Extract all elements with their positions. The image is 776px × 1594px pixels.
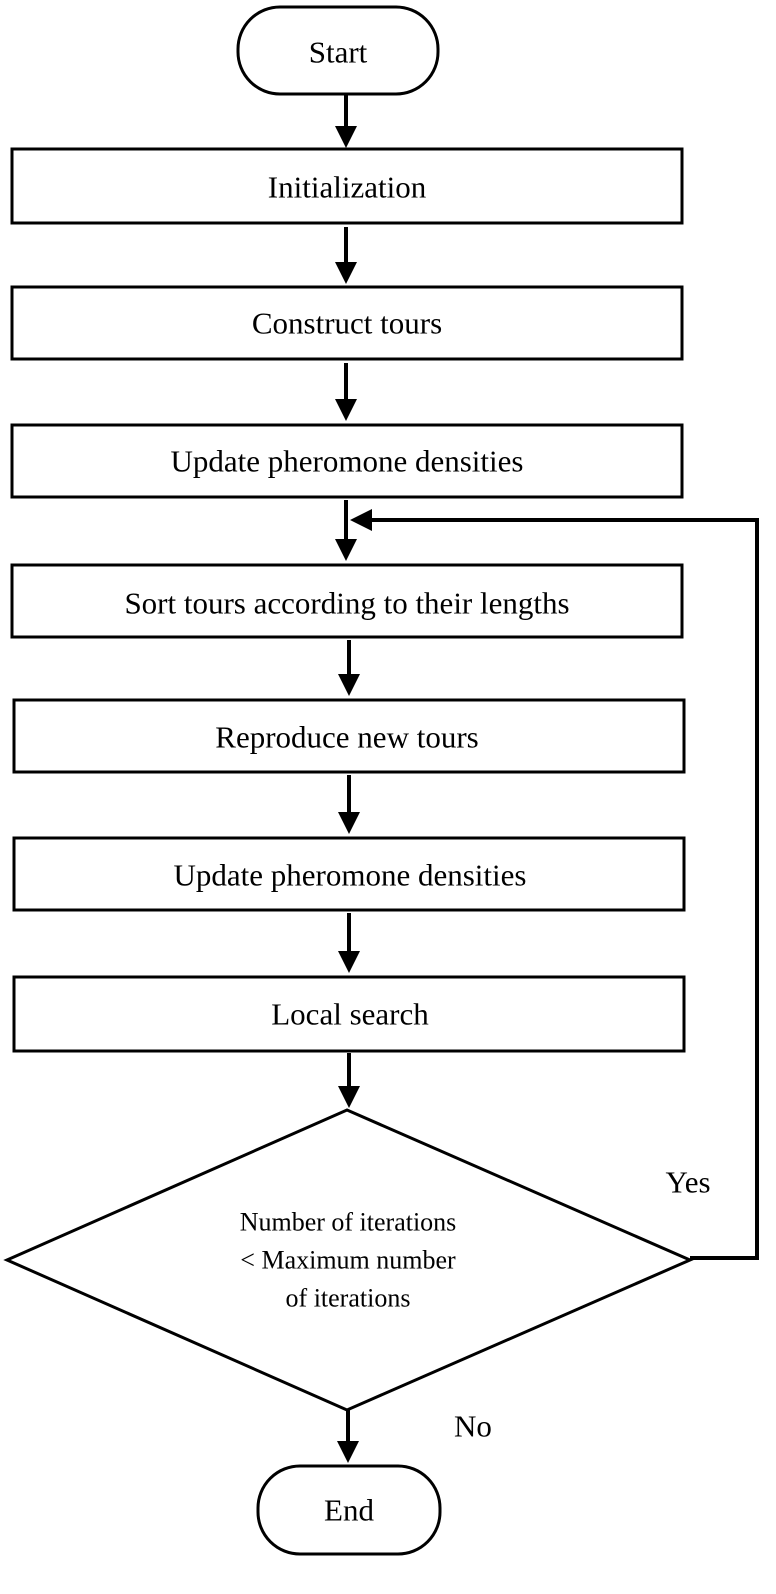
process-box xyxy=(10,563,684,639)
process-box xyxy=(12,836,686,912)
process-box xyxy=(12,698,686,774)
process-step-sort-tours: Sort tours according to their lengths xyxy=(10,563,684,639)
process-label: Reproduce new tours xyxy=(215,720,478,755)
arrow-update-to-sort xyxy=(335,500,357,561)
arrow-reproduce-to-update xyxy=(338,775,360,834)
end-node: End xyxy=(256,1464,442,1556)
arrow-update-to-localsearch xyxy=(338,913,360,973)
arrow-sort-to-reproduce xyxy=(338,640,360,696)
arrow-start-to-init xyxy=(335,94,357,148)
process-label: Update pheromone densities xyxy=(174,858,527,893)
arrow-decision-to-end xyxy=(337,1410,359,1463)
no-label: No xyxy=(454,1409,492,1444)
process-step-initialization: Initialization xyxy=(10,147,684,225)
process-label: Local search xyxy=(271,997,429,1032)
end-label: End xyxy=(324,1493,374,1528)
process-step-reproduce-new-tours: Reproduce new tours xyxy=(12,698,686,774)
loop-back-arrow xyxy=(350,509,759,1260)
arrow-construct-to-update xyxy=(335,363,357,421)
process-box xyxy=(10,147,684,225)
arrow-init-to-construct xyxy=(335,227,357,284)
arrow-localsearch-to-decision xyxy=(338,1053,360,1108)
decision-line-1: Number of iterations xyxy=(240,1208,457,1237)
start-shape xyxy=(236,5,440,96)
start-node: Start xyxy=(236,5,440,96)
process-label: Construct tours xyxy=(252,306,442,341)
process-box xyxy=(12,975,686,1053)
connector-arrows xyxy=(335,94,759,1463)
end-shape xyxy=(256,1464,442,1556)
process-label: Update pheromone densities xyxy=(171,444,524,479)
process-box xyxy=(10,423,684,499)
process-step-construct-tours: Construct tours xyxy=(10,285,684,361)
process-label: Sort tours according to their lengths xyxy=(124,586,569,621)
process-box xyxy=(10,285,684,361)
process-label: Initialization xyxy=(268,170,427,205)
start-label: Start xyxy=(309,35,368,70)
decision-line-2: < Maximum number xyxy=(240,1246,456,1275)
process-step-update-pheromone-1: Update pheromone densities xyxy=(10,423,684,499)
process-step-update-pheromone-2: Update pheromone densities xyxy=(12,836,686,912)
yes-label: Yes xyxy=(665,1165,710,1200)
decision-node: Number of iterations < Maximum number of… xyxy=(3,1108,694,1412)
process-step-local-search: Local search xyxy=(12,975,686,1053)
decision-line-3: of iterations xyxy=(286,1284,411,1313)
